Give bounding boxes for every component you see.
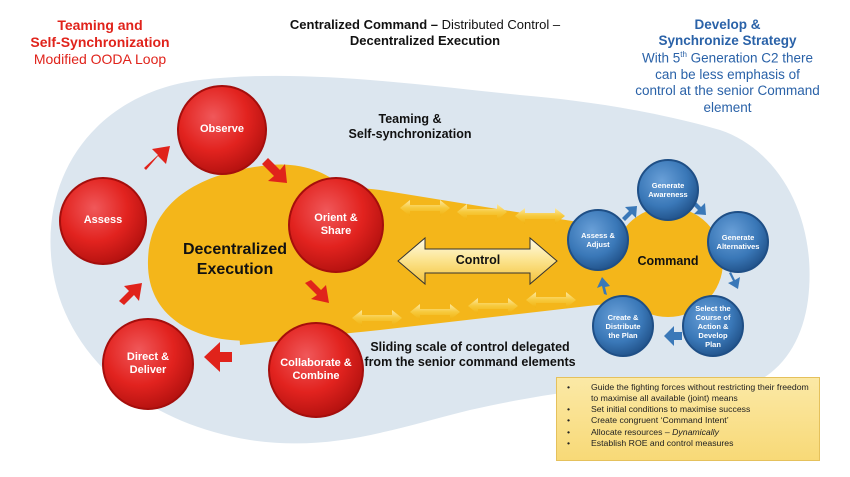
control-double-arrow [397,236,558,286]
create-distribute-label: Create & Distribute the Plan [605,312,641,340]
header-left-title-line2: Self-Synchronization [30,34,170,51]
assess-adjust-circle [567,209,629,271]
select-coa-circle [682,295,744,357]
header-right-body-pre: With 5 [641,50,681,66]
blue-arrow-icon [622,206,637,221]
generate-alternatives-label: Generate Alternatives [716,233,760,251]
orient-share-circle [288,177,384,273]
header-left-subtitle: Modified OODA Loop [33,51,167,68]
sliding-scale-label: Sliding scale of control delegated from … [355,340,585,371]
assess-circle [59,177,147,265]
teaming-label: Teaming & Self-synchronization [330,112,490,143]
command-responsibilities-box: Guide the fighting forces without restri… [556,377,820,461]
header-left: Teaming and Self-Synchronization Modifie… [20,17,180,68]
red-arrow-icon [144,146,170,170]
red-arrow-icon [119,283,142,305]
control-label: Control [455,253,501,267]
gold-arrows-bottom [352,292,576,326]
assess-adjust-label: Assess & Adjust [581,231,615,249]
header-right-body-post: Generation C2 there can be less emphasis… [635,50,820,115]
create-distribute-circle [592,295,654,357]
ooda-circles [59,85,384,418]
gold-arrows-top [400,200,565,224]
gold-double-arrow [515,208,565,224]
collaborate-combine-label: Collaborate & Combine [280,356,352,382]
bullet-item: Establish ROE and control measures [563,438,813,449]
sliding-line2: from the senior command elements [364,355,576,370]
select-coa-label: Select the Course of Action & Develop Pl… [695,303,731,349]
generate-awareness-label: Generate Awareness [648,181,688,199]
header-right-title-line1: Develop & [694,17,761,32]
red-arrow-icon [262,158,287,183]
header-sep2: – [549,17,561,32]
bullet-list: Guide the fighting forces without restri… [563,382,813,449]
observe-circle [177,85,267,175]
decentralized-line2: Execution [196,260,274,278]
sliding-line1: Sliding scale of control delegated [370,340,570,354]
bullet-item: Guide the fighting forces without restri… [563,382,813,404]
command-circles [567,159,769,357]
header-decentralized-execution: Decentralized Execution [349,32,501,48]
gold-double-arrow [410,304,460,320]
command-hub [613,207,723,317]
red-arrow-icon [305,280,329,303]
gold-double-arrow [400,200,450,216]
red-arrow-icon [204,342,232,372]
command-label: Command [637,254,699,268]
teaming-label-line2: Self-synchronization [348,127,472,142]
direct-deliver-circle [102,318,194,410]
header-centralized-command: Centralized Command [289,17,428,32]
decentralized-line1: Decentralized [182,241,288,258]
gold-double-arrow [468,298,518,314]
observe-label: Observe [199,123,245,136]
orient-share-label: Orient & Share [314,211,358,237]
blue-arrow-icon [728,272,740,289]
collaborate-combine-circle [268,322,364,418]
gold-double-arrow [352,310,402,326]
header-right-body-sup: th [680,49,687,59]
header-right: Develop & Synchronize Strategy With 5th … [635,17,820,116]
header-left-title-line1: Teaming and [57,17,143,33]
generate-alternatives-circle [707,211,769,273]
bullet-italic: Dynamically [672,426,719,437]
bullet-item: Allocate resources – Dynamically [563,427,813,438]
bullet-item: Set initial conditions to maximise succe… [563,404,813,415]
direct-deliver-label: Direct & Deliver [126,350,170,376]
teaming-label-line1: Teaming & [378,112,442,126]
header-sep1: – [427,17,442,32]
header-right-title-line2: Synchronize Strategy [658,33,797,49]
assess-label: Assess [83,214,123,227]
header-distributed-control: Distributed Control [441,17,550,32]
generate-awareness-circle [637,159,699,221]
gold-double-arrow [526,292,576,308]
blue-arrow-icon [664,326,682,346]
blue-arrow-icon [597,277,610,295]
header-center: Centralized Command – Distributed Contro… [255,17,595,49]
ooda-arrows [119,146,329,372]
decentralized-execution-label: Decentralized Execution [160,240,310,279]
bullet-item: Create congruent ‘Command Intent’ [563,415,813,426]
gold-double-arrow [457,204,507,220]
command-arrows [597,200,740,346]
